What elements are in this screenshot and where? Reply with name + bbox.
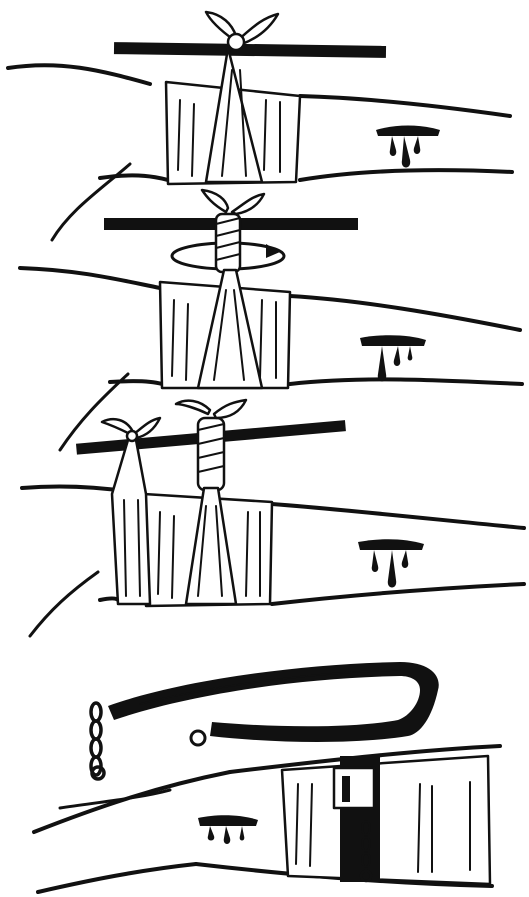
chain-icon [91, 703, 104, 779]
twisted-cord [198, 418, 224, 490]
panel-step-4 [34, 662, 500, 892]
buckle-icon [334, 768, 374, 808]
knot [202, 190, 264, 214]
knot [176, 400, 246, 418]
bandage-band [282, 756, 490, 884]
strap [108, 662, 439, 742]
stick [114, 42, 386, 58]
panel-step-3 [22, 400, 524, 636]
stick-end-tie [112, 440, 150, 604]
hook-icon [191, 731, 205, 745]
twisted-cord [216, 214, 240, 272]
arrowhead-icon [266, 244, 280, 258]
wound-blood-icon [360, 335, 426, 381]
wound-blood-icon [358, 539, 424, 587]
wound-blood-icon [376, 126, 440, 168]
panel-step-2 [20, 190, 522, 450]
wound-blood-icon [198, 815, 258, 844]
panel-step-1 [8, 12, 512, 240]
